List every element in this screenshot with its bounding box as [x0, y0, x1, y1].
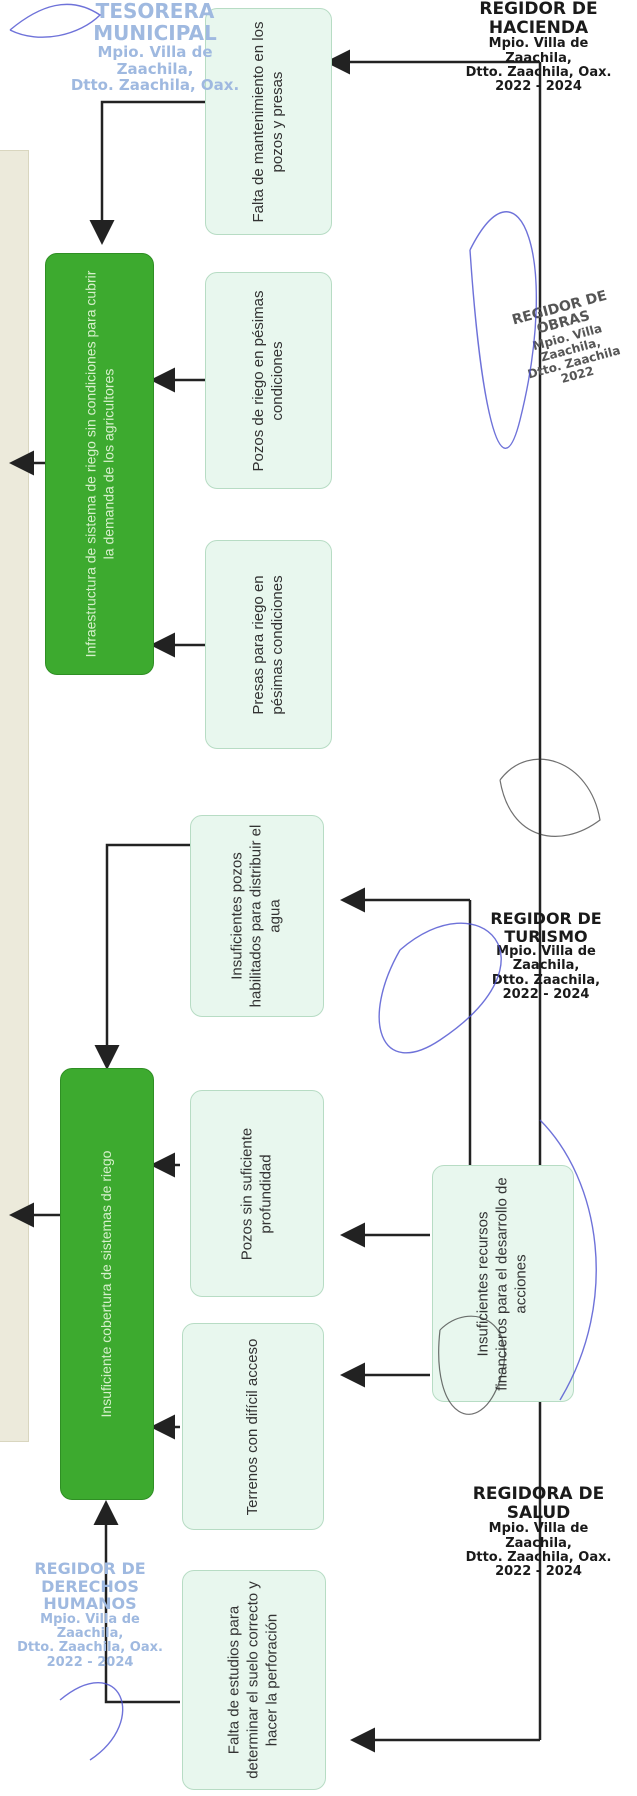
- turismo-stamp-line3: Dtto. Zaachila,: [491, 972, 601, 988]
- salud-stamp: REGIDORA DE SALUD Mpio. Villa de Zaachil…: [440, 1485, 637, 1580]
- derechos-stamp-line1: Mpio. Villa de: [40, 1611, 140, 1627]
- salud-stamp-line3: Dtto. Zaachila, Oax.: [465, 1549, 612, 1565]
- tesorera-stamp-title: TESORERA MUNICIPAL: [93, 0, 217, 45]
- turismo-stamp-line1: Mpio. Villa de: [496, 944, 596, 960]
- recursos-box: Insuficientes recursos financieros para …: [432, 1165, 574, 1402]
- pozos-profundidad-box: Pozos sin suficiente profundidad: [190, 1090, 324, 1297]
- salud-stamp-line2: Zaachila,: [505, 1535, 572, 1551]
- terrenos-box: Terrenos con difícil acceso: [182, 1323, 324, 1530]
- derechos-stamp-line3: Dtto. Zaachila, Oax.: [17, 1640, 163, 1656]
- turismo-stamp-line2: Zaachila,: [512, 958, 580, 974]
- salud-stamp-line1: Mpio. Villa de: [488, 1521, 589, 1537]
- tesorera-stamp-line2: Zaachila,: [116, 59, 194, 78]
- hacienda-stamp-line4: 2022 - 2024: [495, 79, 582, 95]
- salud-stamp-title: REGIDORA DE SALUD: [472, 1484, 605, 1523]
- hacienda-stamp-title: REGIDOR DE HACIENDA: [479, 0, 598, 38]
- presas-condiciones-box: Presas para riego en pésimas condiciones: [205, 540, 332, 749]
- hacienda-stamp-line1: Mpio. Villa de: [488, 36, 589, 52]
- derechos-stamp-line4: 2022 - 2024: [46, 1654, 134, 1670]
- derechos-stamp: REGIDOR DE DERECHOS HUMANOS Mpio. Villa …: [0, 1560, 180, 1670]
- tesorera-stamp-line3: Dtto. Zaachila, Oax.: [70, 76, 240, 94]
- derechos-stamp-title: REGIDOR DE DERECHOS HUMANOS: [34, 1559, 146, 1614]
- estudios-box: Falta de estudios para determinar el sue…: [182, 1570, 326, 1790]
- turismo-stamp: REGIDOR DE TURISMO Mpio. Villa de Zaachi…: [455, 910, 637, 1002]
- derechos-stamp-line2: Zaachila,: [56, 1626, 124, 1642]
- pozos-condiciones-box: Pozos de riego en pésimas condiciones: [205, 272, 332, 489]
- hacienda-stamp-line2: Zaachila,: [505, 50, 572, 66]
- turismo-stamp-title: REGIDOR DE TURISMO: [490, 909, 602, 946]
- salud-stamp-line4: 2022 - 2024: [495, 1564, 582, 1580]
- mantenimiento-box: Falta de mantenimiento en los pozos y pr…: [205, 8, 332, 235]
- hacienda-stamp-line3: Dtto. Zaachila, Oax.: [465, 64, 612, 80]
- cobertura-box: Insuficiente cobertura de sistemas de ri…: [60, 1068, 154, 1500]
- tesorera-stamp-line1: Mpio. Villa de: [97, 43, 213, 61]
- turismo-stamp-line4: 2022 - 2024: [502, 987, 590, 1003]
- tesorera-stamp: TESORERA MUNICIPAL Mpio. Villa de Zaachi…: [60, 0, 250, 94]
- hacienda-stamp: REGIDOR DE HACIENDA Mpio. Villa de Zaach…: [440, 0, 637, 95]
- pozos-habilitados-box: Insuficientes pozos habilitados para dis…: [190, 815, 324, 1017]
- infraestructura-box: Infraestructura de sistema de riego sin …: [45, 253, 154, 675]
